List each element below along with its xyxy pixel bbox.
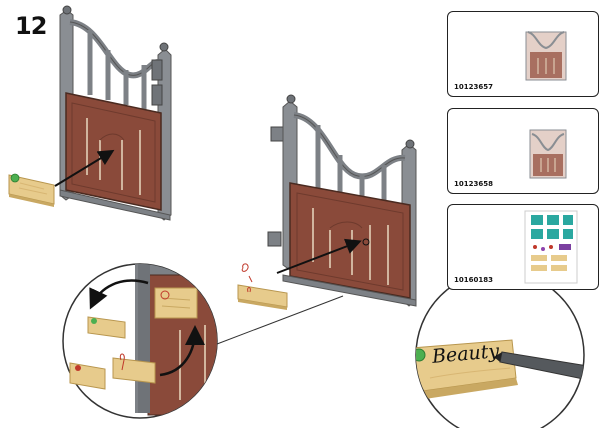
nameplate-left <box>8 173 55 207</box>
wood-panel <box>65 92 162 211</box>
nameplate-closeup-circle <box>415 270 585 428</box>
part-box: 10160183 <box>447 204 599 290</box>
post-knob <box>405 139 415 149</box>
swap-arrow <box>89 279 149 310</box>
part-number: 10160183 <box>454 276 493 284</box>
post-knob <box>286 94 296 104</box>
stall-gate-panel-short-icon <box>529 129 567 179</box>
left-stall-gate <box>59 5 172 221</box>
post-knob <box>159 42 169 52</box>
post-knob <box>62 5 72 15</box>
sticker-sheet-icon <box>524 210 578 284</box>
swap-arrow <box>159 325 205 377</box>
nameplate-right <box>237 263 288 310</box>
detail-zoom-circle <box>62 263 344 419</box>
placement-arrow <box>54 149 115 187</box>
step-number: 12 <box>15 12 47 40</box>
placement-arrow <box>276 238 362 274</box>
part-number: 10123657 <box>454 83 493 91</box>
part-number: 10123658 <box>454 180 493 188</box>
stall-gate-panel-tall-icon <box>525 31 567 81</box>
part-box: 10123657 <box>447 11 599 97</box>
part-box: 10123658 <box>447 108 599 194</box>
right-stall-gate <box>267 94 417 307</box>
